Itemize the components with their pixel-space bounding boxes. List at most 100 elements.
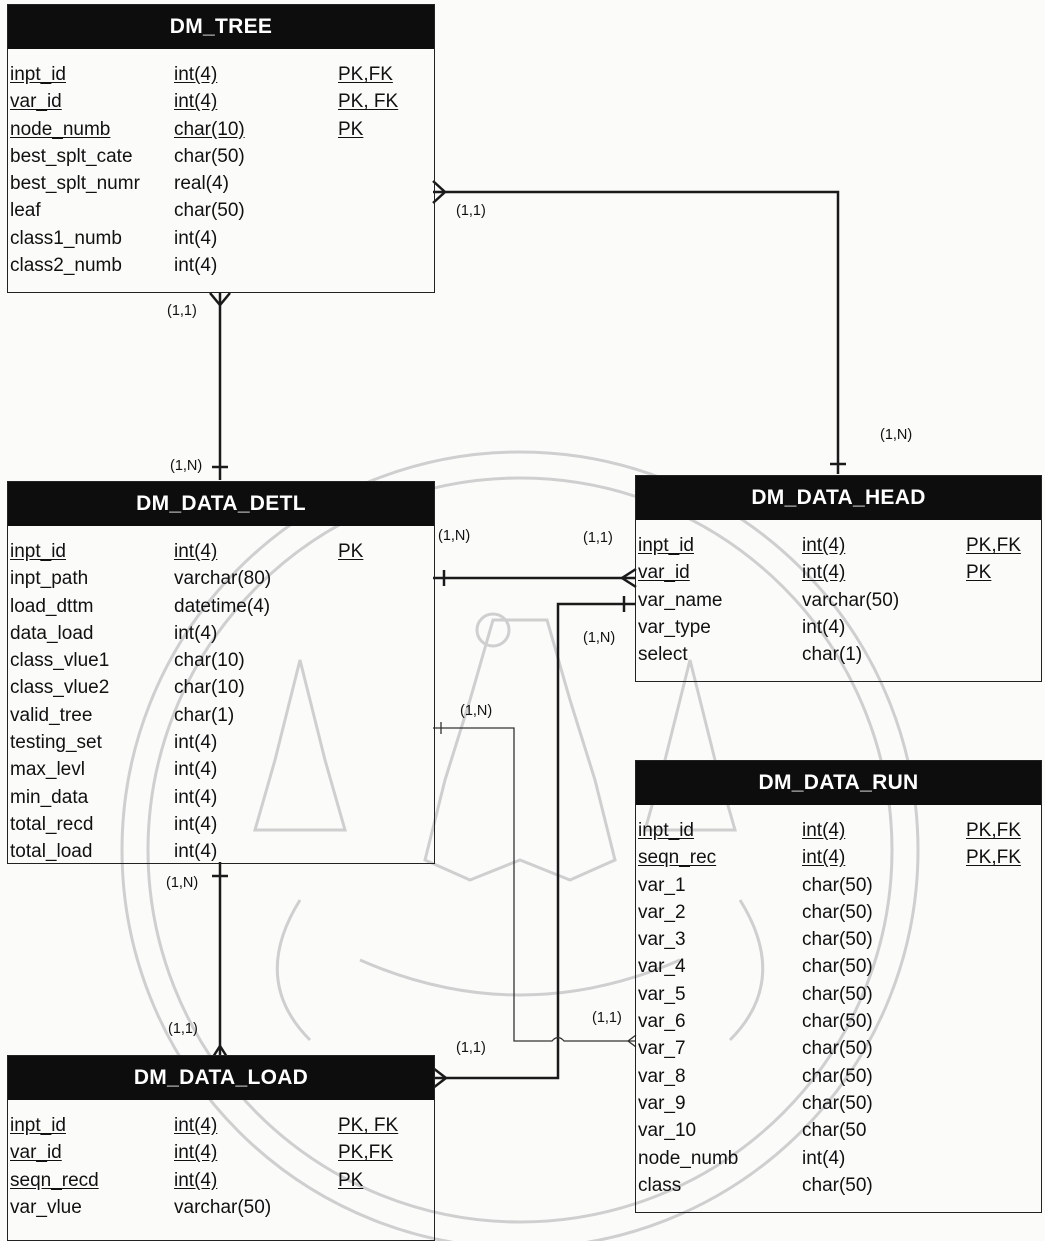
cardinality-label: (1,N): [438, 528, 470, 544]
attribute-name: class_vlue2: [8, 674, 174, 701]
attribute-type: int(4): [174, 838, 338, 865]
attribute-row: var_3char(50): [636, 926, 1041, 953]
cardinality-label: (1,N): [170, 458, 202, 474]
attribute-name: total_recd: [8, 811, 174, 838]
attribute-key: [338, 620, 434, 647]
attribute-type: int(4): [802, 844, 966, 871]
attribute-key: [338, 838, 434, 865]
attribute-key: PK,FK: [966, 532, 1041, 559]
attribute-name: inpt_id: [636, 532, 802, 559]
attribute-key: [966, 1008, 1041, 1035]
attribute-type: int(4): [174, 538, 338, 565]
attribute-type: char(50): [802, 953, 966, 980]
attribute-list: inpt_idint(4)PK,FKvar_idint(4)PKvar_name…: [636, 520, 1041, 668]
attribute-name: var_type: [636, 614, 802, 641]
attribute-key: [338, 225, 434, 252]
attribute-key: PK: [338, 538, 434, 565]
attribute-name: testing_set: [8, 729, 174, 756]
attribute-key: [966, 1063, 1041, 1090]
attribute-key: [966, 641, 1041, 668]
attribute-key: PK,FK: [338, 1139, 434, 1166]
attribute-type: char(1): [174, 702, 338, 729]
entity-title: DM_DATA_DETL: [8, 482, 434, 526]
attribute-list: inpt_idint(4)PK,FKvar_idint(4)PK, FKnode…: [8, 49, 434, 279]
cardinality-label: (1,1): [456, 1040, 486, 1056]
attribute-key: PK,FK: [338, 61, 434, 88]
attribute-name: var_8: [636, 1063, 802, 1090]
attribute-key: PK: [338, 1167, 434, 1194]
attribute-key: [966, 953, 1041, 980]
attribute-type: char(10): [174, 647, 338, 674]
attribute-name: var_1: [636, 872, 802, 899]
attribute-row: var_6char(50): [636, 1008, 1041, 1035]
attribute-type: char(1): [802, 641, 966, 668]
attribute-row: inpt_idint(4)PK,FK: [8, 61, 434, 88]
attribute-name: total_load: [8, 838, 174, 865]
attribute-key: PK,FK: [966, 817, 1041, 844]
attribute-type: int(4): [802, 817, 966, 844]
cardinality-label: (1,1): [168, 1021, 198, 1037]
attribute-name: var_id: [8, 88, 174, 115]
attribute-type: int(4): [174, 225, 338, 252]
cardinality-label: (1,N): [460, 703, 492, 719]
attribute-row: var_9char(50): [636, 1090, 1041, 1117]
attribute-name: node_numb: [8, 116, 174, 143]
attribute-name: var_5: [636, 981, 802, 1008]
cardinality-label: (1,N): [166, 875, 198, 891]
attribute-type: char(50): [802, 1063, 966, 1090]
attribute-key: [338, 593, 434, 620]
attribute-name: node_numb: [636, 1145, 802, 1172]
attribute-row: selectchar(1): [636, 641, 1041, 668]
attribute-row: best_splt_catechar(50): [8, 143, 434, 170]
attribute-name: var_vlue: [8, 1194, 174, 1221]
attribute-type: int(4): [802, 614, 966, 641]
attribute-type: char(10): [174, 674, 338, 701]
attribute-name: class1_numb: [8, 225, 174, 252]
attribute-row: best_splt_numrreal(4): [8, 170, 434, 197]
entity-title: DM_DATA_RUN: [636, 761, 1041, 805]
attribute-key: [966, 872, 1041, 899]
attribute-type: char(50): [802, 1172, 966, 1199]
attribute-type: char(50): [174, 143, 338, 170]
attribute-type: varchar(80): [174, 565, 338, 592]
attribute-key: [338, 1194, 434, 1221]
attribute-key: [966, 587, 1041, 614]
attribute-name: seqn_rec: [636, 844, 802, 871]
attribute-type: varchar(50): [174, 1194, 338, 1221]
attribute-key: [338, 252, 434, 279]
attribute-key: [966, 1117, 1041, 1144]
attribute-type: int(4): [802, 559, 966, 586]
attribute-name: class: [636, 1172, 802, 1199]
attribute-type: int(4): [174, 61, 338, 88]
attribute-name: max_levl: [8, 756, 174, 783]
attribute-key: [338, 729, 434, 756]
attribute-type: varchar(50): [802, 587, 966, 614]
attribute-name: seqn_recd: [8, 1167, 174, 1194]
attribute-key: PK,FK: [966, 844, 1041, 871]
attribute-key: [338, 565, 434, 592]
attribute-name: var_4: [636, 953, 802, 980]
attribute-type: int(4): [174, 1167, 338, 1194]
attribute-name: load_dttm: [8, 593, 174, 620]
